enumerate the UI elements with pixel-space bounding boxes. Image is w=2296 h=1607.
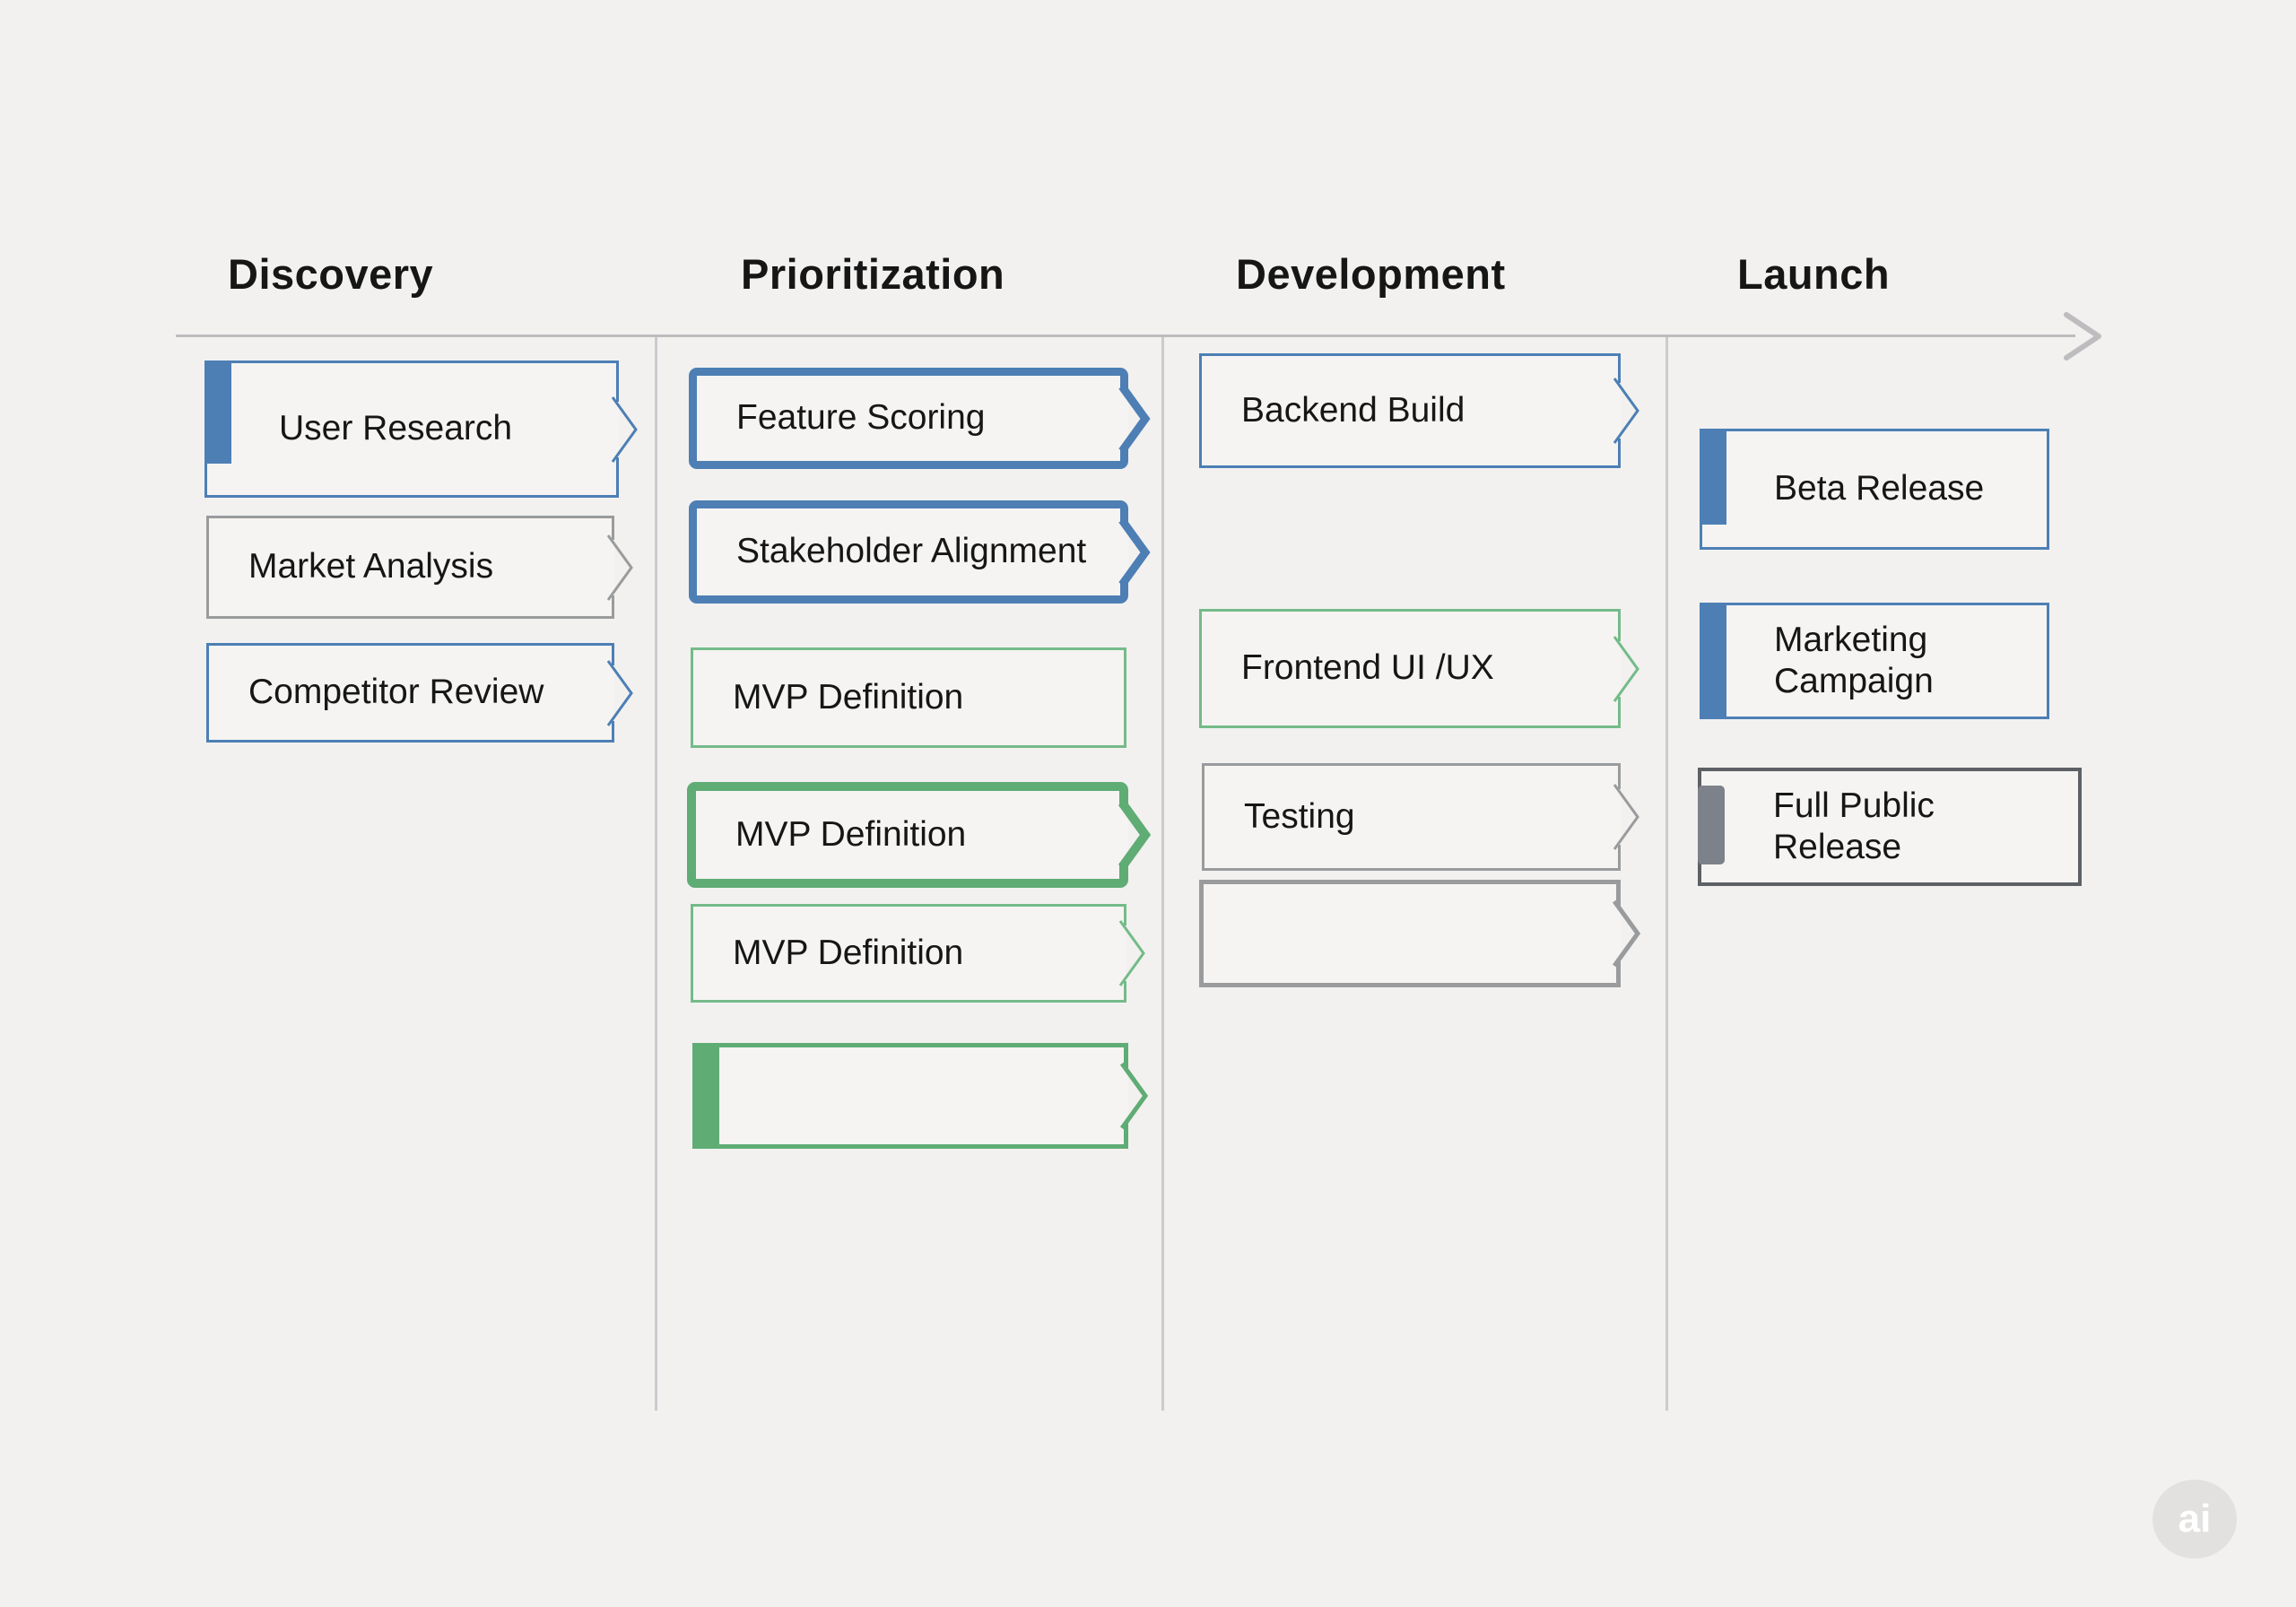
- card-accent-bar: [1700, 429, 1726, 526]
- arrow-notch-icon: [1118, 920, 1145, 986]
- card-mvp-definition-2[interactable]: MVP Definition: [687, 782, 1152, 888]
- arrow-notch-icon: [606, 534, 633, 601]
- column-header-development: Development: [1236, 250, 1506, 298]
- card-beta-release[interactable]: Beta Release: [1700, 429, 2049, 550]
- card-accent-bar: [692, 1043, 719, 1149]
- ai-logo-watermark: ai: [2152, 1480, 2237, 1559]
- chevron-mask: [1120, 524, 1128, 580]
- column-divider: [655, 337, 657, 1411]
- card-label: MVP Definition: [735, 814, 967, 854]
- card-accent-bar: [204, 360, 231, 464]
- card-user-research[interactable]: User Research: [204, 360, 638, 498]
- chevron-mask: [612, 665, 614, 721]
- column-header-discovery: Discovery: [228, 250, 434, 298]
- column-divider: [1665, 337, 1668, 1411]
- card-stakeholder-alignment[interactable]: Stakeholder Alignment: [689, 500, 1151, 604]
- card-empty-development[interactable]: [1199, 880, 1641, 987]
- chevron-mask: [1124, 1068, 1128, 1124]
- arrow-notch-icon: [1118, 800, 1152, 870]
- arrow-notch-icon: [1118, 517, 1151, 587]
- card-label: Market Analysis: [248, 547, 494, 586]
- timeline-axis: [176, 334, 2075, 337]
- card-label: Competitor Review: [248, 673, 544, 712]
- arrow-notch-icon: [1613, 378, 1639, 444]
- arrow-notch-icon: [1613, 635, 1639, 702]
- card-testing[interactable]: Testing: [1202, 763, 1639, 871]
- card-full-public-release[interactable]: Full Public Release: [1698, 768, 2082, 886]
- timeline-arrowhead-icon: [2064, 312, 2101, 360]
- card-label: User Research: [279, 409, 513, 448]
- chevron-mask: [1618, 383, 1621, 439]
- arrow-notch-icon: [1612, 899, 1641, 968]
- card-label: Backend Build: [1241, 390, 1465, 430]
- card-label: Full Public Release: [1773, 786, 1935, 866]
- card-mvp-definition-3[interactable]: MVP Definition: [691, 904, 1145, 1003]
- card-empty-prioritization[interactable]: [692, 1043, 1149, 1149]
- chevron-mask: [1119, 807, 1128, 863]
- card-label: MVP Definition: [733, 933, 964, 972]
- arrow-notch-icon: [1119, 1062, 1149, 1130]
- card-mvp-definition-1[interactable]: MVP Definition: [691, 647, 1126, 748]
- card-label: MVP Definition: [733, 677, 964, 717]
- card-label: Beta Release: [1774, 469, 1985, 508]
- arrow-notch-icon: [606, 659, 633, 726]
- chevron-mask: [1616, 906, 1621, 961]
- column-header-prioritization: Prioritization: [741, 250, 1005, 298]
- arrow-notch-icon: [1613, 784, 1639, 850]
- chevron-mask: [612, 539, 614, 595]
- chevron-mask: [616, 401, 619, 457]
- card-label: Marketing Campaign: [1774, 620, 1934, 700]
- card-marketing-campaign[interactable]: Marketing Campaign: [1700, 603, 2049, 719]
- arrow-notch-icon: [611, 395, 638, 463]
- card-accent-bar: [1700, 603, 1726, 719]
- card-label: Feature Scoring: [736, 398, 986, 438]
- card-label: Frontend UI /UX: [1241, 648, 1494, 688]
- arrow-notch-icon: [1118, 383, 1151, 454]
- card-label: Stakeholder Alignment: [736, 532, 1087, 571]
- card-competitor-review[interactable]: Competitor Review: [206, 643, 633, 743]
- chevron-mask: [1618, 789, 1621, 845]
- chevron-mask: [1618, 640, 1621, 697]
- chevron-mask: [1120, 390, 1128, 447]
- column-header-launch: Launch: [1737, 250, 1891, 298]
- card-frontend-ui-ux[interactable]: Frontend UI /UX: [1199, 609, 1639, 728]
- card-market-analysis[interactable]: Market Analysis: [206, 516, 633, 619]
- card-feature-scoring[interactable]: Feature Scoring: [689, 368, 1151, 469]
- card-backend-build[interactable]: Backend Build: [1199, 353, 1639, 468]
- column-divider: [1161, 337, 1164, 1411]
- chevron-mask: [1124, 925, 1126, 981]
- card-accent-bar: [1698, 786, 1725, 864]
- card-label: Testing: [1244, 796, 1355, 836]
